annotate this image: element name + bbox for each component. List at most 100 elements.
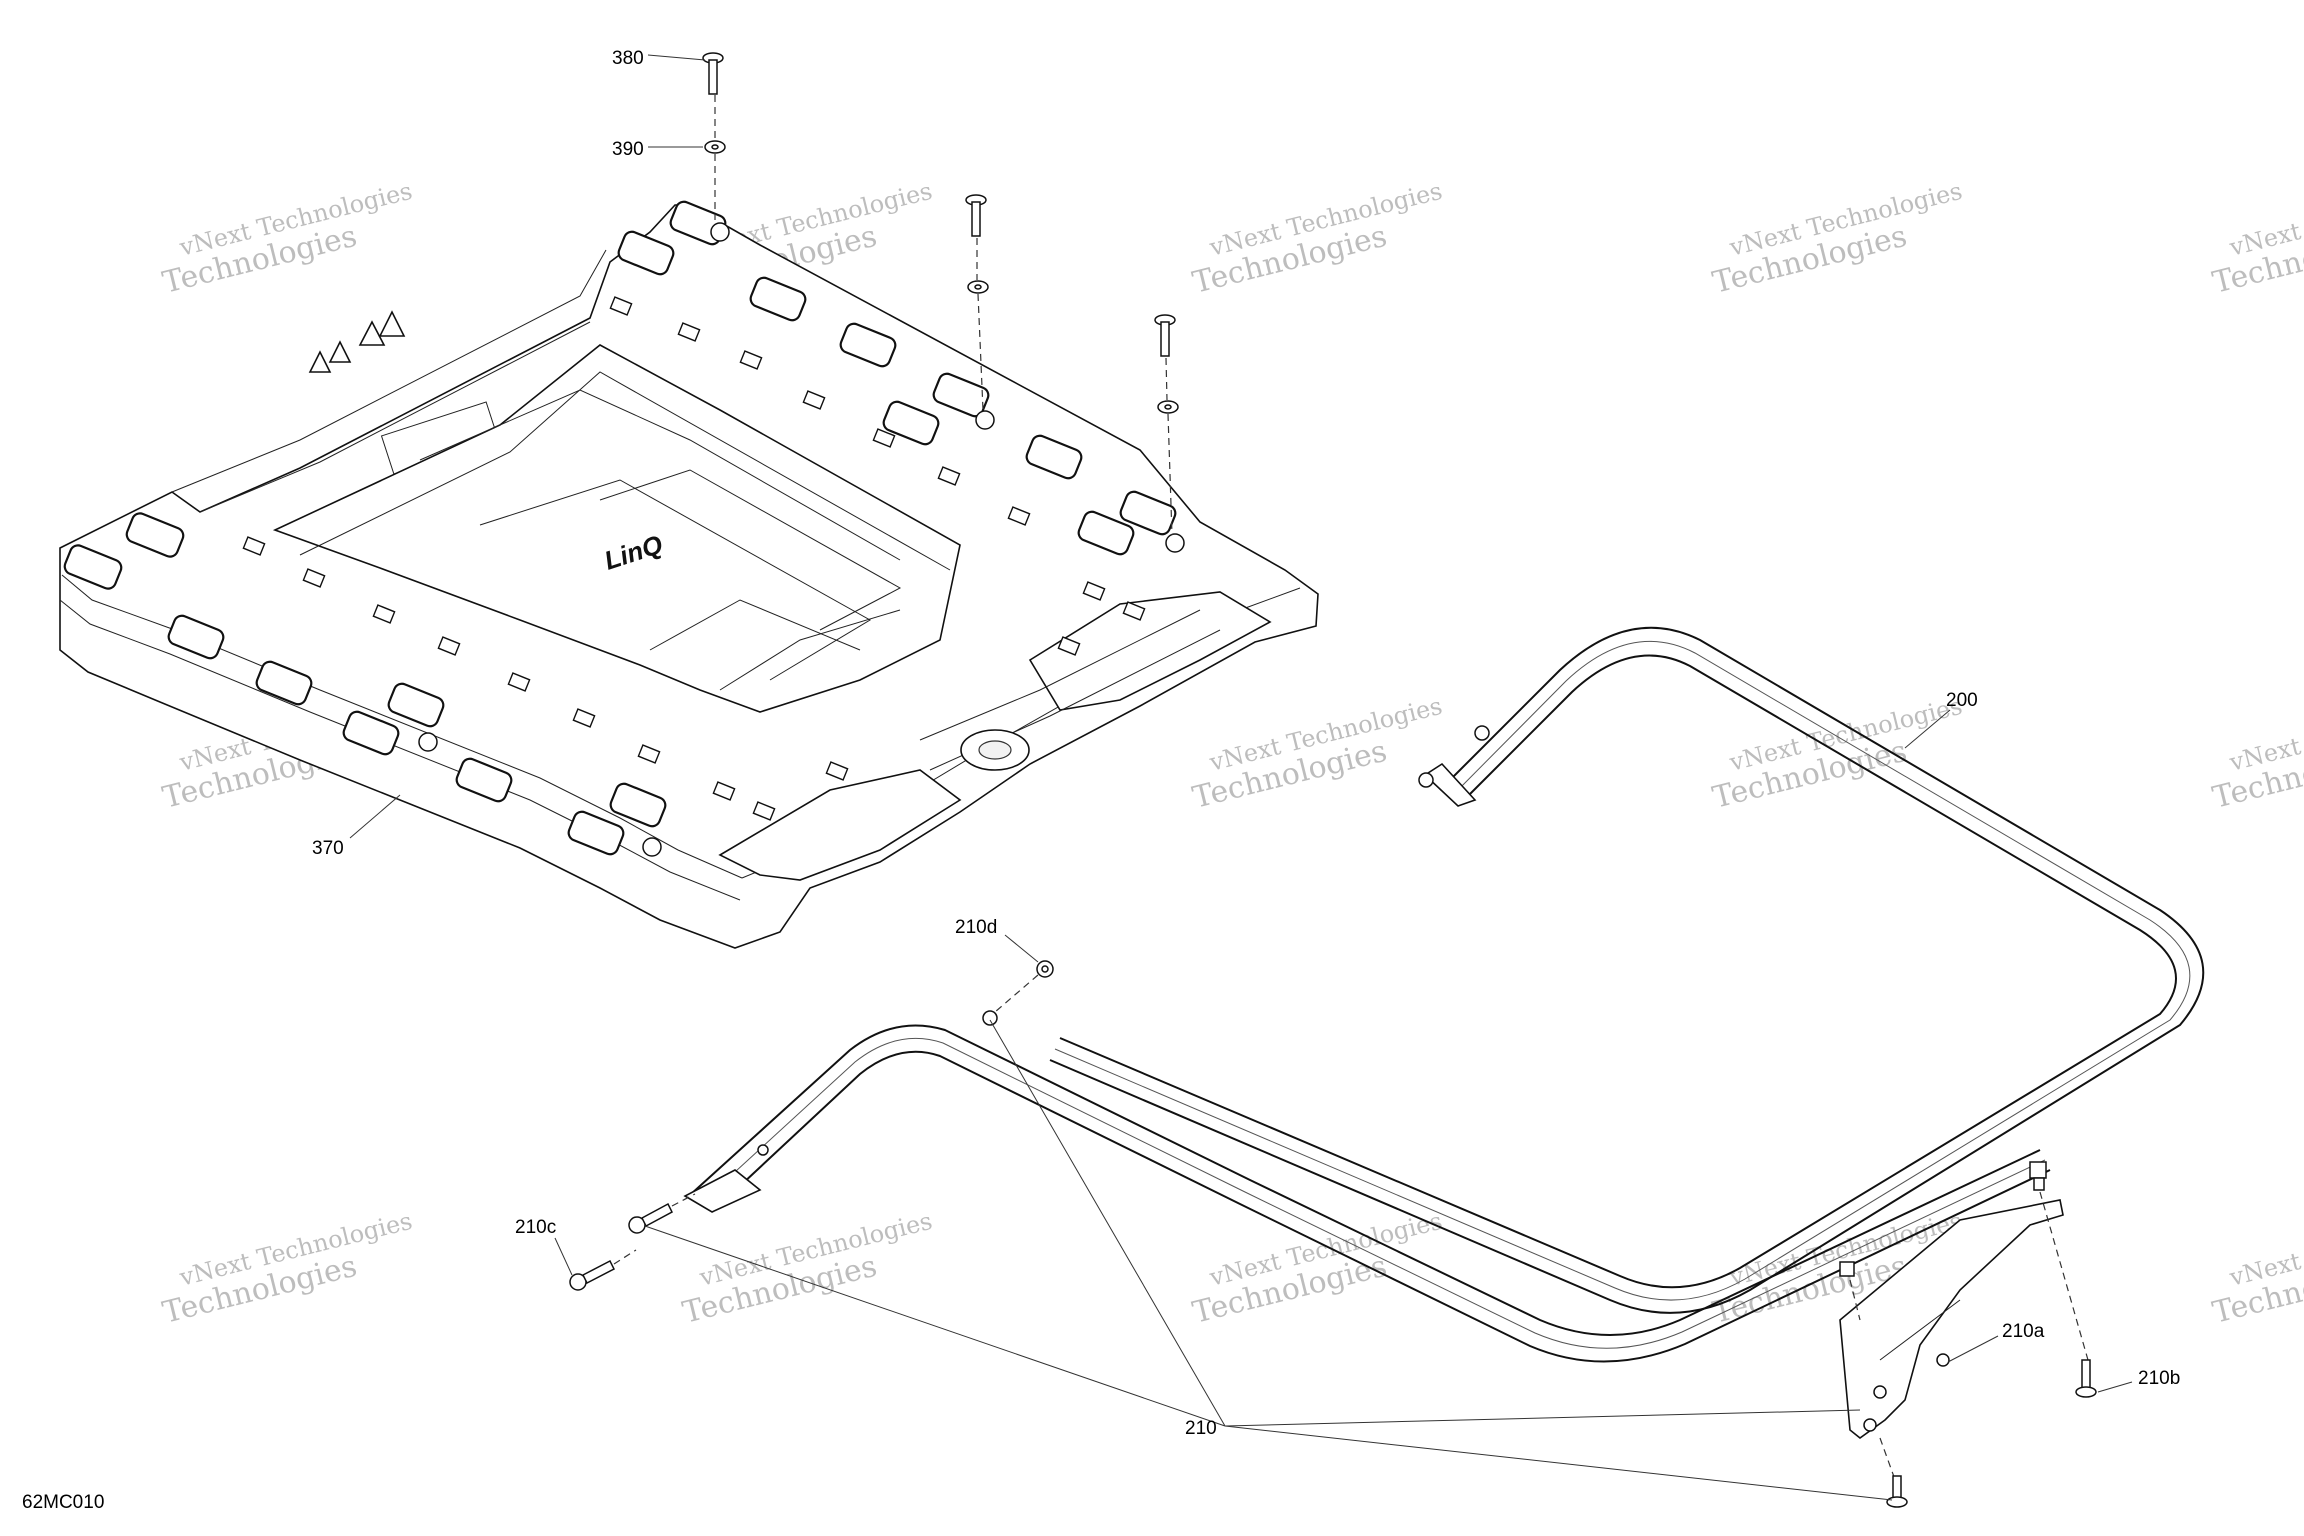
rack-clip <box>1057 636 1081 656</box>
rack-end-cap <box>1028 591 1272 711</box>
rack-pocket <box>255 660 313 706</box>
rack-clip <box>752 801 776 821</box>
rack-pocket <box>125 512 185 558</box>
side-bar-tube <box>1049 626 2205 1314</box>
screw-lower <box>1886 1475 1908 1508</box>
callout-210d: 210d <box>955 917 997 938</box>
rack-panel-line <box>649 599 861 651</box>
rack-mount-boss <box>642 837 662 857</box>
rack-pocket <box>567 810 625 856</box>
assembly-axis-line <box>994 974 1039 1013</box>
front-bar-nut <box>982 1010 998 1026</box>
callout-210b: 210b <box>2138 1368 2180 1389</box>
nut-hole <box>1041 965 1049 973</box>
bolt-group-mid <box>965 194 989 411</box>
rack-pocket-row <box>617 200 1177 556</box>
bracket-fold <box>1879 1299 1961 1361</box>
bracket-hole <box>1936 1353 1950 1367</box>
rack-pocket <box>749 276 807 322</box>
side-bar-nut <box>1418 772 1434 788</box>
side-bar-tube <box>1059 654 2177 1289</box>
rack-pocket <box>387 682 445 728</box>
bolt-shank <box>641 1202 673 1228</box>
rack-clip <box>677 322 701 342</box>
rack-mount-boss <box>418 732 438 752</box>
rack-clip <box>937 466 961 486</box>
assembly-axis-line <box>1849 1279 1861 1321</box>
screw-shank <box>1892 1475 1902 1499</box>
assembly-axis-line <box>976 238 984 411</box>
rack-pocket <box>342 710 400 756</box>
screw-shank <box>2081 1359 2091 1391</box>
leader-line-210c <box>554 1237 573 1276</box>
leader-line-200 <box>1904 709 1951 749</box>
washer-390-hole <box>711 144 719 150</box>
bolt-group-right <box>1154 314 1179 536</box>
rack-center-boss-hole <box>978 740 1012 760</box>
nut-collar <box>2033 1177 2045 1191</box>
assembly-axis-line <box>2039 1191 2089 1361</box>
nut-210b-upper <box>2029 1161 2047 1191</box>
bolt-210c-upper <box>628 1202 673 1234</box>
rack-clip <box>712 781 736 801</box>
rack-panel-line <box>299 371 951 571</box>
rack-pocket <box>1025 434 1083 480</box>
rack-pocket-row <box>63 512 667 856</box>
leader-line-210a <box>1947 1335 1999 1363</box>
watermark: vNext Technologies Technologies <box>1189 692 1445 816</box>
callout-200: 200 <box>1946 690 1978 711</box>
leader-line-370 <box>349 794 401 839</box>
rack-clip <box>872 428 896 448</box>
rack-clip <box>507 672 531 692</box>
rack-clip <box>609 296 633 316</box>
front-bar-hole <box>757 1144 769 1156</box>
callout-380: 380 <box>612 48 644 69</box>
rack-clip <box>825 761 849 781</box>
bolt-380-group <box>702 52 724 95</box>
rack-pocket <box>167 614 225 660</box>
front-bar-tab <box>683 1169 762 1213</box>
rack-clip <box>1082 581 1106 601</box>
bolt-380-shank <box>708 59 718 95</box>
screw-210b <box>2075 1359 2097 1398</box>
nut-bracket-upper <box>1839 1261 1855 1277</box>
rack-pocket <box>932 372 990 418</box>
assembly-axis-line <box>1879 1437 1899 1489</box>
rack-clip <box>302 568 326 588</box>
watermark: vNext Technologies Technologies <box>1709 177 1965 301</box>
bolt-shank <box>581 1259 616 1285</box>
rack-clip-grid <box>242 296 1146 821</box>
rack-tab <box>358 320 386 346</box>
rack-panel-line <box>599 469 902 631</box>
nut-210d <box>1036 960 1054 978</box>
leader-line-210 <box>1224 1409 1861 1427</box>
rack-panel-line <box>719 609 901 691</box>
rack-pocket <box>839 322 897 368</box>
rack-mount-boss <box>710 222 730 242</box>
rack-tab <box>308 350 332 373</box>
leader-line-210 <box>989 1019 1226 1427</box>
watermark: vNext Technologies Technologies <box>1189 1207 1445 1331</box>
rack-tab <box>378 310 406 337</box>
bracket-hole <box>1863 1418 1877 1432</box>
leader-line-210 <box>1224 1425 1893 1501</box>
rack-pocket <box>882 400 940 446</box>
side-bar-tab <box>1423 762 1477 807</box>
rack-pocket <box>455 757 513 803</box>
side-bar-tube-edge <box>1054 641 2191 1301</box>
callout-370: 370 <box>312 838 344 859</box>
callout-210c: 210c <box>515 1217 556 1238</box>
figure-code: 62MC010 <box>22 1492 104 1513</box>
watermark: vNext Technologies Technologies <box>159 177 415 301</box>
rack-tab <box>328 340 352 363</box>
callout-390: 390 <box>612 139 644 160</box>
watermark: vNext Technologies Technologies <box>2209 1207 2304 1331</box>
callout-210a: 210a <box>2002 1321 2045 1342</box>
side-bar-200 <box>1049 626 2205 1314</box>
rack-clip <box>802 390 826 410</box>
bracket-plate <box>1839 1199 2064 1440</box>
rack-end-rail <box>919 609 1201 741</box>
bolt-210c-lower <box>569 1259 616 1291</box>
rack-plate-370: LinQ <box>59 200 1319 949</box>
rack-rim <box>171 249 607 493</box>
